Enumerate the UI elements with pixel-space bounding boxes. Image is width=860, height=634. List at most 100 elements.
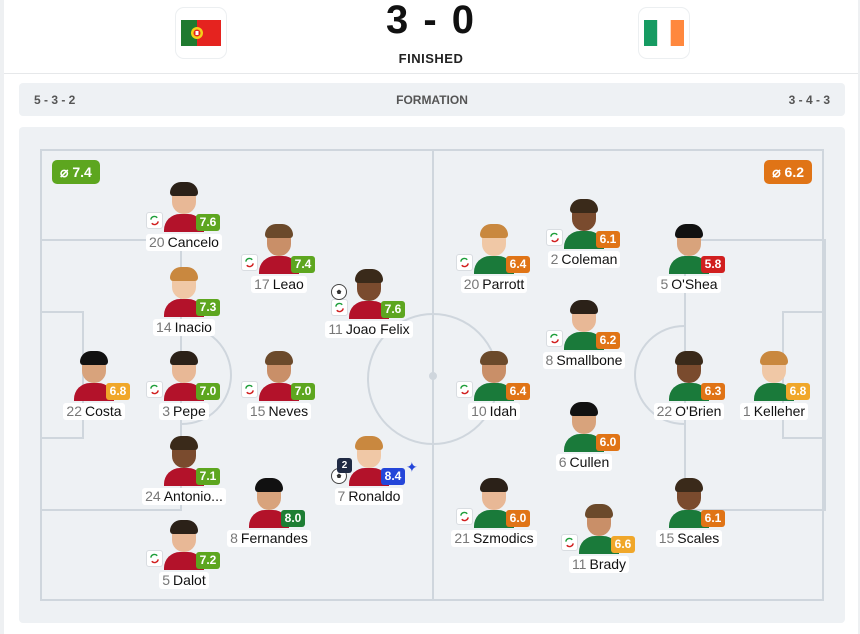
player-rating: 6.0 bbox=[596, 434, 620, 451]
shirt-number: 5 bbox=[162, 572, 171, 588]
away-formation: 3 - 4 - 3 bbox=[788, 93, 830, 107]
portugal-flag-icon[interactable] bbox=[176, 8, 226, 58]
player-photo bbox=[562, 400, 606, 452]
player-rating: 6.8 bbox=[106, 383, 130, 400]
player-rating: 6.6 bbox=[611, 536, 635, 553]
player-name: Joao Felix bbox=[345, 321, 410, 337]
player-photo bbox=[667, 222, 711, 274]
away-average-rating: ⌀ 6.2 bbox=[764, 160, 812, 184]
player-photo bbox=[257, 222, 301, 274]
shirt-number: 20 bbox=[463, 276, 480, 292]
player-rating: 6.1 bbox=[596, 231, 620, 248]
player-name: Dalot bbox=[173, 572, 206, 588]
player-name: Cancelo bbox=[167, 234, 219, 250]
player-rating: 8.0 bbox=[281, 510, 305, 527]
player-photo bbox=[667, 349, 711, 401]
player-name: Ronaldo bbox=[348, 488, 401, 504]
center-spot bbox=[429, 372, 437, 380]
goal-count-badge: 2 bbox=[337, 458, 352, 473]
player-name: Antonio... bbox=[163, 488, 223, 504]
player-rating: 5.8 bbox=[701, 256, 725, 273]
player-name: Smallbone bbox=[556, 352, 623, 368]
home-average-rating: ⌀ 7.4 bbox=[52, 160, 100, 184]
shirt-number: 15 bbox=[658, 530, 675, 546]
substitution-icon bbox=[546, 330, 563, 347]
player-photo bbox=[162, 180, 206, 232]
shirt-number: 10 bbox=[471, 403, 487, 419]
goal-ball-icon bbox=[331, 284, 347, 300]
player-rating: 7.6 bbox=[381, 301, 405, 318]
player-name: Kelleher bbox=[753, 403, 806, 419]
match-header: 3 - 0 FINISHED bbox=[4, 0, 858, 74]
player-rating: 7.4 bbox=[291, 256, 315, 273]
player-name: Leao bbox=[272, 276, 304, 292]
player-photo bbox=[472, 349, 516, 401]
substitution-icon bbox=[146, 381, 163, 398]
player-name: Szmodics bbox=[472, 530, 534, 546]
player-name: Cullen bbox=[569, 454, 610, 470]
shirt-number: 8 bbox=[545, 352, 554, 368]
player-name: Idah bbox=[489, 403, 517, 419]
substitution-icon bbox=[456, 381, 473, 398]
home-formation: 5 - 3 - 2 bbox=[34, 93, 76, 107]
substitution-icon bbox=[146, 212, 163, 229]
ireland-flag-icon[interactable] bbox=[639, 8, 689, 58]
shirt-number: 20 bbox=[149, 234, 165, 250]
substitution-icon bbox=[331, 299, 348, 316]
player-photo bbox=[472, 476, 516, 528]
shirt-number: 22 bbox=[66, 403, 82, 419]
player-name: O'Brien bbox=[675, 403, 722, 419]
player-name: Inacio bbox=[174, 319, 212, 335]
player-name: O'Shea bbox=[671, 276, 718, 292]
shirt-number: 6 bbox=[558, 454, 567, 470]
shirt-number: 1 bbox=[742, 403, 751, 419]
shirt-number: 14 bbox=[156, 319, 172, 335]
player-rating: 6.1 bbox=[701, 510, 725, 527]
shirt-number: 22 bbox=[656, 403, 673, 419]
substitution-icon bbox=[561, 534, 578, 551]
best-player-star-icon: ✦ bbox=[406, 459, 418, 475]
player-name: Fernandes bbox=[240, 530, 308, 546]
player-photo bbox=[162, 518, 206, 570]
right-divider bbox=[858, 0, 860, 634]
shirt-number: 11 bbox=[571, 556, 587, 572]
player-photo bbox=[347, 267, 391, 319]
player-name: Coleman bbox=[561, 251, 618, 267]
